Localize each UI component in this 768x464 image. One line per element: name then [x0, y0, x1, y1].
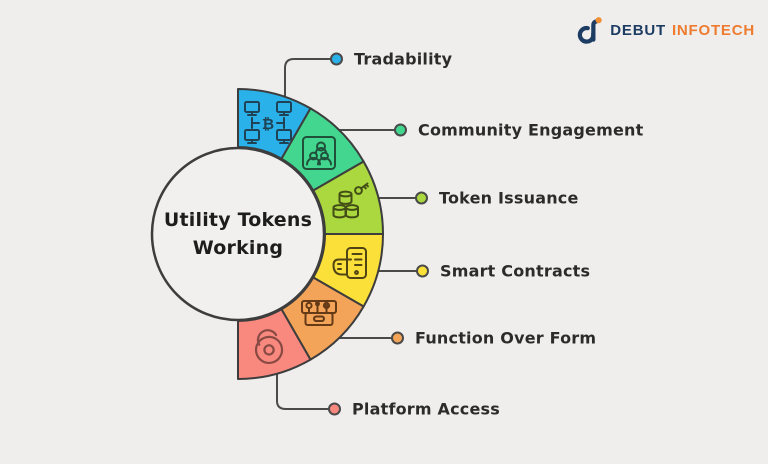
tradability-label: Tradability: [354, 49, 453, 69]
smart-contracts-dot: [416, 264, 429, 278]
label-community-engagement: Community Engagement: [394, 121, 643, 140]
function-over-form-dot: [391, 331, 404, 345]
label-smart-contracts: Smart Contracts: [416, 262, 590, 281]
tradability-dot: [330, 52, 343, 66]
label-token-issuance: Token Issuance: [415, 189, 579, 208]
token-coins-key-icon: [332, 182, 369, 219]
community-people-icon: [302, 136, 336, 170]
toolbox-tools-icon: [301, 300, 337, 326]
connector-tradability: [284, 58, 331, 101]
logo-brand-first: DEBUT: [610, 21, 666, 39]
open-padlock-icon: [254, 329, 284, 364]
label-tradability: Tradability: [330, 50, 452, 69]
logo-text: DEBUT INFOTECH: [610, 22, 755, 39]
label-platform-access: Platform Access: [328, 400, 500, 419]
platform-access-dot: [328, 402, 341, 416]
token-issuance-dot: [415, 191, 428, 205]
logo-brand-second: INFOTECH: [671, 21, 755, 39]
community-engagement-dot: [394, 123, 407, 137]
community-engagement-label: Community Engagement: [418, 120, 644, 140]
function-over-form-label: Function Over Form: [415, 328, 597, 348]
smart-contracts-label: Smart Contracts: [440, 261, 591, 281]
blockchain-network-icon: ₿: [244, 101, 292, 144]
center-circle: [150, 146, 326, 322]
debut-infotech-logo: DEBUT INFOTECH: [576, 15, 755, 45]
label-function-over-form: Function Over Form: [391, 329, 596, 348]
svg-text:₿: ₿: [262, 115, 274, 133]
connector-lines: [276, 58, 417, 410]
connector-platform-access: [276, 365, 329, 410]
token-issuance-label: Token Issuance: [439, 188, 579, 208]
smart-contract-hand-icon: [332, 247, 367, 279]
platform-access-label: Platform Access: [352, 399, 500, 419]
debut-infotech-logo-mark: [578, 17, 603, 44]
